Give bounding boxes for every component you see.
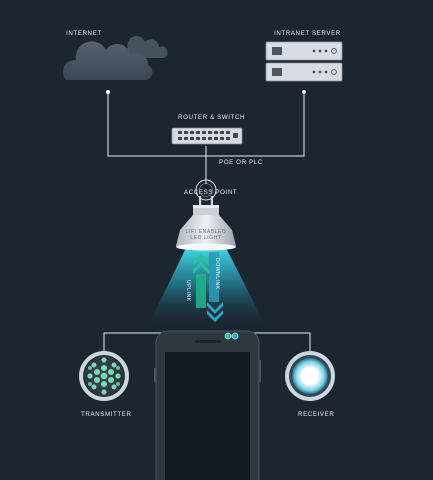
downlink-arrows — [207, 252, 223, 322]
intranet-server-label: INTRANET SERVER — [274, 30, 341, 37]
light-beam — [146, 248, 268, 330]
internet-node-dot — [106, 90, 110, 94]
uplink-label: UPLINK — [185, 280, 191, 302]
downlink-label: DOWNLINK — [214, 258, 220, 290]
server-icon — [265, 41, 343, 82]
bulb-icon — [176, 196, 236, 251]
transmitter-label: TRANSMITTER — [81, 411, 132, 418]
access-point-ring-icon — [195, 179, 217, 201]
uplink-arrows — [193, 254, 209, 308]
internet-label: INTERNET — [66, 30, 102, 37]
receiver-photodiode-icon — [285, 351, 335, 401]
receiver-label: RECEIVER — [298, 411, 335, 418]
bulb-text-label: LIFI ENABLED LED LIGHT — [185, 229, 227, 241]
cloud-icon — [62, 35, 168, 80]
router-switch-label: ROUTER & SWITCH — [178, 114, 246, 121]
server-node-dot — [302, 90, 306, 94]
access-point-label: ACCESS POINT — [184, 189, 238, 196]
phone-icon — [154, 330, 261, 480]
router-icon — [171, 127, 243, 145]
poe-plc-label: POE OR PLC — [219, 159, 263, 166]
transmitter-led-icon — [79, 351, 129, 401]
